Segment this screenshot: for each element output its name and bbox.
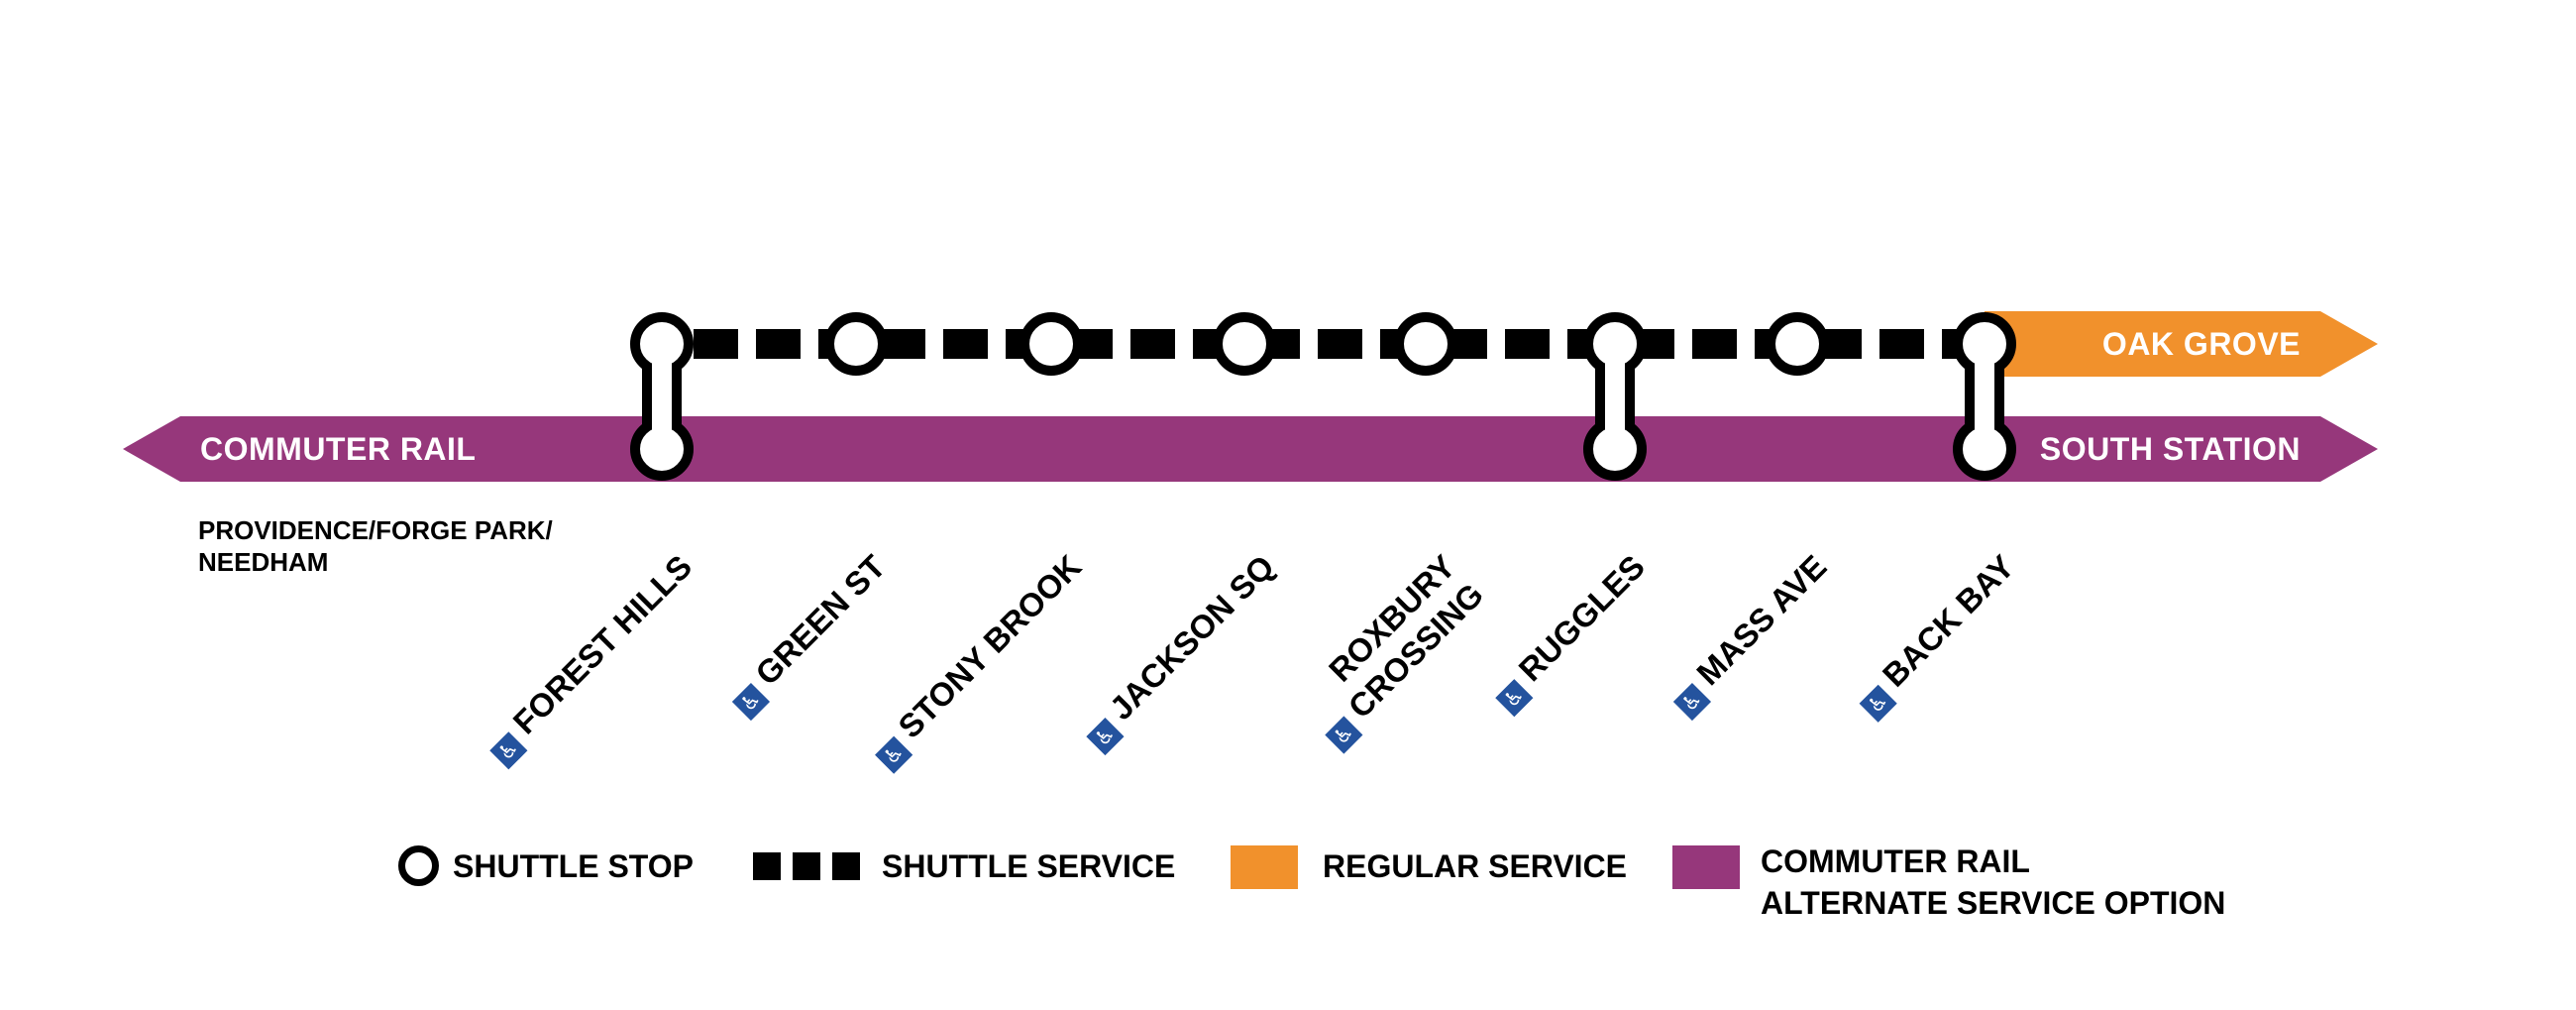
shuttle-stop-circle <box>1583 312 1647 376</box>
accessibility-icon: ♿ <box>1859 684 1897 723</box>
shuttle-stop-icon <box>398 845 439 886</box>
oak-grove-label: OAK GROVE <box>2101 326 2301 362</box>
station-label-line: ♿STONY BROOK <box>864 547 1091 774</box>
station-label-line: ♿GREEN ST <box>722 547 896 722</box>
commuter-rail-band: COMMUTER RAIL SOUTH STATION <box>123 416 2378 482</box>
station-label-forest-hills: ♿FOREST HILLS <box>479 547 700 770</box>
commuter-rail-label: COMMUTER RAIL <box>200 431 477 467</box>
station-label-mass-ave: ♿MASS AVE <box>1664 547 1837 722</box>
accessibility-icon: ♿ <box>732 682 771 722</box>
accessibility-icon: ♿ <box>1495 679 1534 718</box>
legend-shuttle-stop-label: SHUTTLE STOP <box>453 848 694 884</box>
accessibility-icon: ♿ <box>1325 716 1363 754</box>
sublabel-line2: NEEDHAM <box>198 547 329 577</box>
accessibility-icon: ♿ <box>874 735 912 774</box>
connector-stem-channel <box>1975 344 1994 449</box>
station-label-line: ♿RUGGLES <box>1484 547 1654 718</box>
station-label-back-bay: ♿BACK BAY <box>1849 547 2024 723</box>
legend-regular-service-label: REGULAR SERVICE <box>1323 848 1628 884</box>
accessibility-icon: ♿ <box>1673 682 1712 722</box>
south-station-label: SOUTH STATION <box>2039 431 2301 467</box>
shuttle-stop-circle <box>1213 312 1276 376</box>
station-label-green-st: ♿GREEN ST <box>722 547 896 722</box>
shuttle-stop-circle <box>824 312 888 376</box>
legend-commuter-rail-line2: ALTERNATE SERVICE OPTION <box>1761 885 2226 921</box>
oak-grove-band: OAK GROVE <box>1985 311 2378 377</box>
connector-stem-channel <box>1605 344 1625 449</box>
connector-stem-channel <box>652 344 672 449</box>
station-label-stony-brook: ♿STONY BROOK <box>864 547 1091 774</box>
shuttle-stop-circle <box>1020 312 1083 376</box>
sublabel-line1: PROVIDENCE/FORGE PARK/ <box>198 515 553 545</box>
shuttle-stop-circle <box>1394 312 1457 376</box>
accessibility-icon: ♿ <box>488 731 528 770</box>
commuter-rail-sublabel: PROVIDENCE/FORGE PARK/ NEEDHAM <box>198 514 553 578</box>
legend-shuttle-service-label: SHUTTLE SERVICE <box>882 848 1176 884</box>
regular-service-swatch <box>1231 845 1298 889</box>
station-label-roxbury-crossing: ROXBURY♿CROSSING <box>1286 547 1493 754</box>
shuttle-service-line <box>694 329 1957 359</box>
accessibility-icon: ♿ <box>1086 717 1125 756</box>
station-label-line: ♿FOREST HILLS <box>479 547 700 770</box>
station-label-ruggles: ♿RUGGLES <box>1484 547 1654 718</box>
shuttle-service-icon <box>753 852 862 880</box>
station-label-line: ♿JACKSON SQ <box>1076 547 1284 756</box>
commuter-rail-swatch <box>1672 845 1740 889</box>
station-label-jackson-sq: ♿JACKSON SQ <box>1076 547 1284 756</box>
shuttle-stop-circle <box>1766 312 1829 376</box>
station-label-line: ♿BACK BAY <box>1849 547 2024 723</box>
station-label-line: ♿MASS AVE <box>1664 547 1837 722</box>
legend-commuter-rail-line1: COMMUTER RAIL <box>1761 843 2030 879</box>
legend-commuter-rail-label: COMMUTER RAIL ALTERNATE SERVICE OPTION <box>1761 841 2225 924</box>
